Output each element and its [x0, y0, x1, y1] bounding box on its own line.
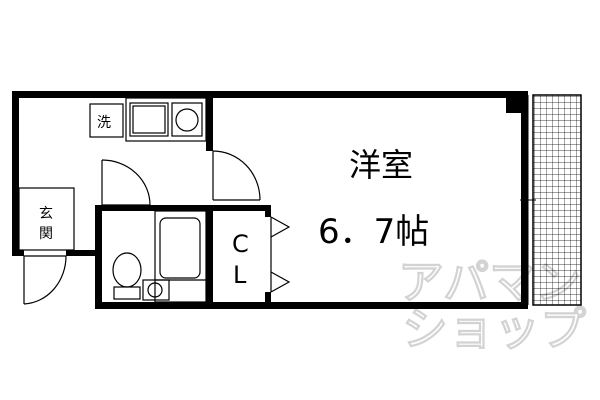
closet: C L: [232, 216, 291, 293]
entrance-label-2: 関: [39, 226, 53, 242]
walls: [12, 91, 528, 309]
kitchen-counter: [125, 97, 207, 142]
entrance: 玄 関: [18, 187, 75, 251]
room-name: 洋室: [349, 146, 413, 184]
washer-label: 洗: [97, 115, 111, 131]
entrance-door: [23, 255, 67, 305]
closet-label-2: L: [233, 261, 247, 289]
washer-space: 洗: [89, 103, 124, 138]
western-room: 洋室 6．7帖: [318, 146, 429, 252]
entrance-label-1: 玄: [39, 205, 53, 222]
closet-label-1: C: [232, 230, 249, 258]
hall-door: [101, 159, 151, 206]
watermark-line2: ショップ: [402, 302, 586, 356]
unit-bath: [112, 210, 207, 303]
room-size: 6．7帖: [318, 212, 429, 252]
room-door: [212, 150, 261, 201]
